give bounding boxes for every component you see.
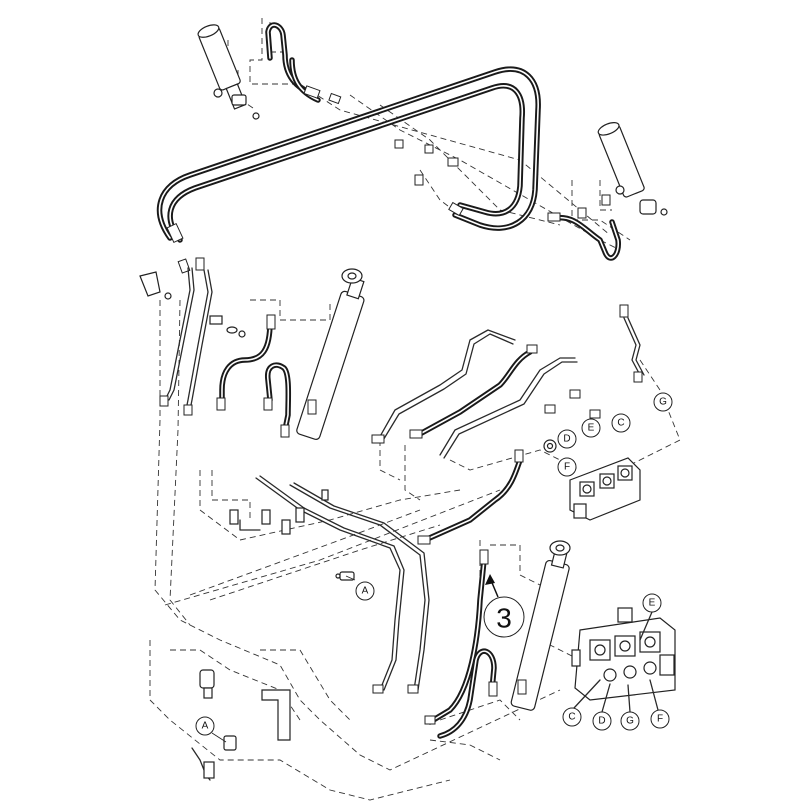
callout-d-upper-label: D [563, 434, 570, 445]
callout-a-upper-label: A [362, 586, 369, 597]
callout-f-valve-label: F [657, 714, 663, 725]
callout-c-valve-label: C [568, 712, 575, 723]
right-steel-tubes [377, 304, 645, 459]
mounting-bracket [139, 271, 246, 338]
callout-a-lower[interactable]: A [195, 716, 227, 743]
valve-detail [571, 607, 676, 713]
lower-left-bracket [191, 571, 355, 781]
callout-a-upper[interactable]: A [345, 575, 375, 601]
callout-g-valve-label: G [626, 716, 634, 727]
callout-e-upper-label: E [588, 423, 595, 434]
upper-loop-hoses [157, 22, 621, 261]
callout-f-upper-label: F [564, 462, 570, 473]
callout-g-valve[interactable]: G [620, 711, 640, 731]
callout-d-valve[interactable]: D [592, 711, 612, 731]
callout-c-upper-label: C [617, 418, 624, 429]
callout-d-upper[interactable]: D [557, 429, 577, 449]
lower-cylinder-hoses [424, 549, 498, 739]
callout-g-upper-label: G [659, 397, 667, 408]
callout-e-valve[interactable]: E [642, 593, 662, 613]
top-right-cylinder [597, 122, 668, 216]
center-steel-tubes [229, 475, 430, 694]
callout-d-valve-label: D [598, 716, 605, 727]
left-steel-tubes [159, 267, 213, 416]
callout-a-lower-label: A [202, 721, 209, 732]
callout-c-valve[interactable]: C [562, 707, 582, 727]
callout-e-valve-label: E [649, 598, 656, 609]
middle-left-cylinder [296, 268, 365, 440]
callout-f-upper[interactable]: F [557, 457, 577, 477]
callout-g-upper[interactable]: G [653, 392, 673, 412]
item-number-callout[interactable]: 3 [483, 574, 525, 638]
control-valve-upper [543, 439, 641, 521]
lower-feed-hose [417, 449, 524, 545]
item-number-label: 3 [496, 603, 512, 634]
callout-e-upper[interactable]: E [581, 418, 601, 438]
valve-feed-hose [371, 344, 538, 444]
callout-c-upper[interactable]: C [611, 413, 631, 433]
top-left-cylinder [197, 24, 260, 120]
lower-cylinder [510, 540, 571, 711]
upper-fittings [166, 85, 611, 274]
middle-cylinder-hoses [216, 314, 292, 438]
routing-dashed-lines [149, 18, 681, 801]
callout-f-valve[interactable]: F [650, 709, 670, 729]
